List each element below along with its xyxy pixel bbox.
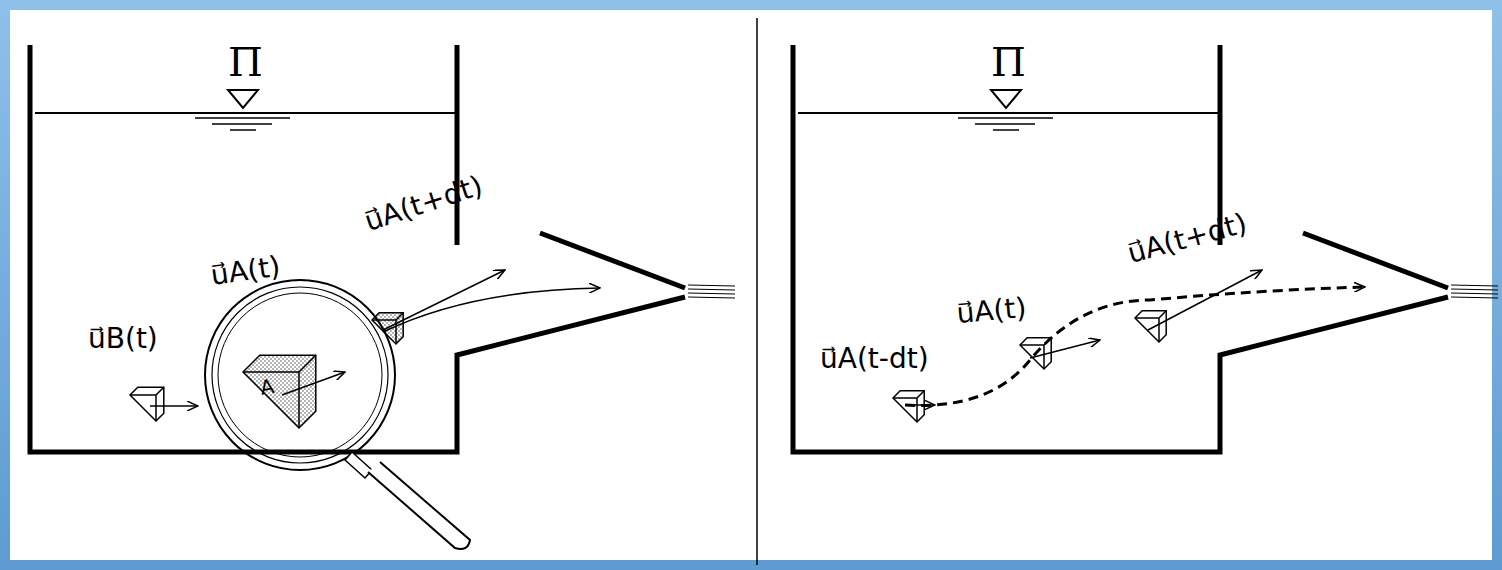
fluid-particle — [1135, 311, 1166, 342]
jet — [688, 285, 735, 286]
velocity-label: u⃗A(t) — [956, 294, 1028, 328]
nozzle-wall — [540, 233, 685, 288]
jet — [688, 297, 735, 298]
level-mark — [230, 129, 256, 131]
surface-label: Π — [991, 42, 1026, 82]
particle-letter: A — [259, 376, 276, 398]
tank-wall — [793, 45, 1448, 452]
level-mark — [975, 123, 1035, 125]
water-surface — [798, 112, 1218, 114]
tank-wall — [30, 45, 685, 452]
jet — [688, 289, 735, 290]
level-mark — [212, 123, 272, 125]
fluid-particle — [243, 355, 316, 428]
level-triangle — [228, 90, 258, 108]
fluid-particle — [130, 387, 164, 421]
nozzle-wall — [1303, 233, 1448, 288]
jet — [1451, 289, 1498, 290]
velocity-label: u⃗B(t) — [88, 325, 158, 353]
level-mark — [993, 129, 1019, 131]
water-surface — [35, 112, 455, 114]
surface-label: Π — [228, 42, 263, 82]
jet — [1451, 293, 1498, 294]
tank-wall — [455, 45, 460, 245]
jet — [1451, 297, 1498, 298]
fluid-particle — [130, 387, 164, 421]
fluid-particle — [1135, 311, 1166, 342]
level-mark — [958, 117, 1053, 119]
jet — [688, 293, 735, 294]
velocity-label: u⃗A(t-dt) — [820, 345, 929, 373]
jet — [1451, 285, 1498, 286]
level-mark — [195, 117, 290, 119]
fluid-particle — [243, 355, 316, 428]
level-triangle — [991, 90, 1021, 108]
